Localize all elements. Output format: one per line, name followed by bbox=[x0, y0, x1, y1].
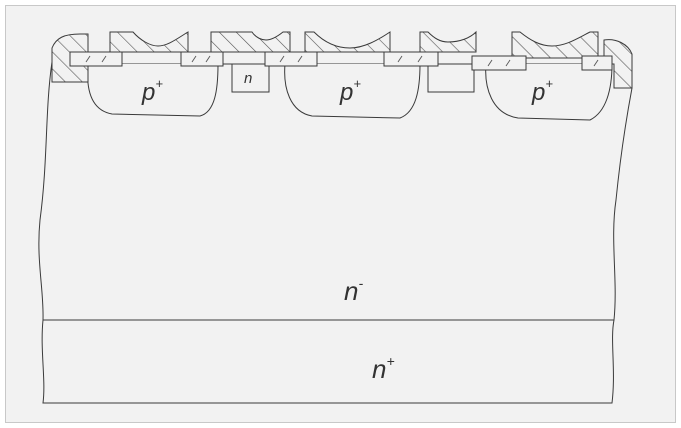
n-region-label: n bbox=[244, 70, 252, 87]
p-plus-well-1 bbox=[87, 63, 219, 117]
metal-contact-right-edge bbox=[603, 39, 633, 89]
metal-contact-1 bbox=[109, 31, 189, 53]
substrate-outline bbox=[38, 61, 633, 404]
oxide-box-1 bbox=[69, 51, 123, 67]
implant-box bbox=[427, 63, 475, 93]
oxide-box-2 bbox=[180, 51, 224, 67]
oxide-box-4 bbox=[383, 51, 439, 67]
oxide-box-3 bbox=[264, 51, 318, 67]
n-plus-label: n+ bbox=[372, 353, 395, 384]
oxide-box-6 bbox=[581, 55, 613, 71]
metal-contact-4 bbox=[419, 30, 477, 53]
n-minus-label: n- bbox=[344, 275, 363, 306]
oxide-marks bbox=[85, 55, 599, 67]
p-plus-label-3: p+ bbox=[531, 76, 553, 106]
metal-contact-3 bbox=[304, 31, 391, 53]
p-plus-well-2 bbox=[284, 63, 421, 119]
p-plus-label-2: p+ bbox=[339, 76, 361, 106]
n-region-box bbox=[231, 63, 270, 93]
oxide-box-5 bbox=[471, 55, 527, 71]
oxide-layer bbox=[69, 51, 613, 71]
metal-contact-5 bbox=[511, 31, 599, 59]
p-plus-label-1: p+ bbox=[141, 76, 163, 106]
metal-contact-2 bbox=[210, 31, 291, 53]
p-plus-well-3 bbox=[485, 63, 613, 121]
